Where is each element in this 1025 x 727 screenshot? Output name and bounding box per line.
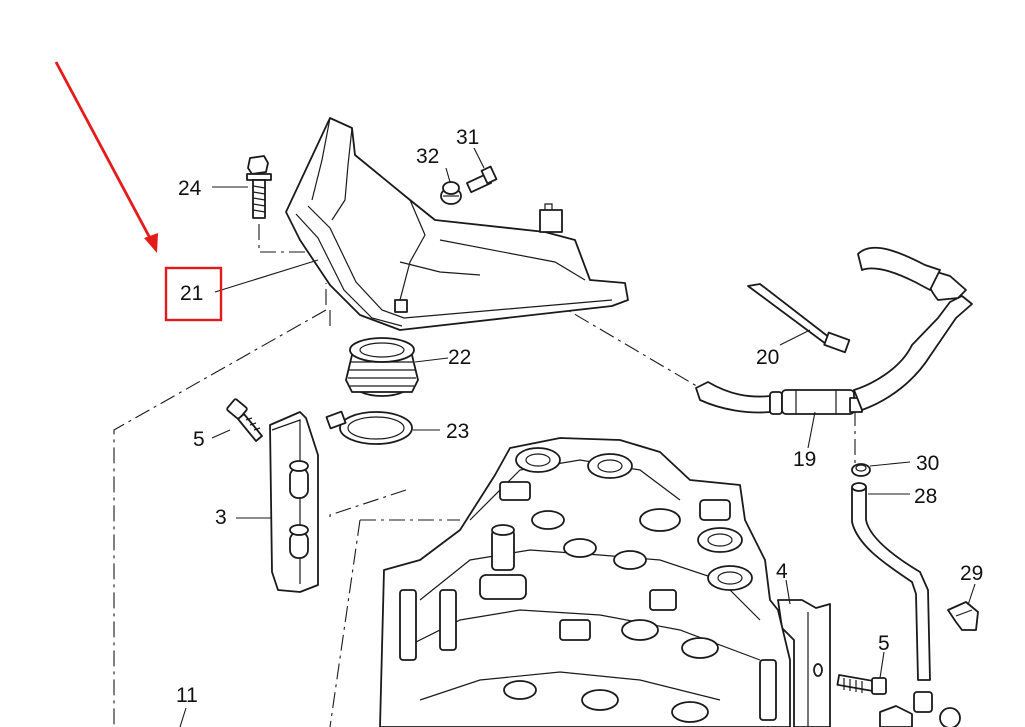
part-28-pipe[interactable] <box>851 482 961 727</box>
callout-labels: 24 21 32 31 20 22 23 5 3 19 30 28 29 4 5… <box>176 126 983 707</box>
part-24-bolt[interactable] <box>246 155 272 219</box>
callout-32: 32 <box>416 145 439 168</box>
part-5-screw-left[interactable] <box>226 398 263 442</box>
callout-19: 19 <box>793 448 816 471</box>
callout-20: 20 <box>756 346 779 369</box>
callout-30: 30 <box>916 452 939 475</box>
part-21-cover[interactable] <box>285 117 629 331</box>
part-20-cable-tie[interactable] <box>747 283 851 354</box>
callout-21: 21 <box>180 282 203 305</box>
part-4-bracket-right[interactable] <box>777 599 831 727</box>
annotation-arrow <box>54 61 158 253</box>
callout-31: 31 <box>456 126 479 149</box>
part-5-screw-right[interactable] <box>836 674 887 695</box>
part-3-bracket-left[interactable] <box>269 411 319 593</box>
part-29-clip[interactable] <box>947 601 979 631</box>
part-31-fitting[interactable] <box>466 165 498 194</box>
callout-23: 23 <box>446 420 469 443</box>
leader-lines <box>179 147 976 727</box>
callout-3: 3 <box>215 506 227 529</box>
part-32-grommet[interactable] <box>440 181 462 205</box>
callout-22: 22 <box>448 346 471 369</box>
callout-29: 29 <box>960 562 983 585</box>
part-22-bellows[interactable] <box>345 337 419 397</box>
part-23-clamp[interactable] <box>325 410 413 445</box>
callout-4: 4 <box>776 560 788 583</box>
part-19-hose[interactable] <box>695 246 973 415</box>
engine-block <box>379 437 791 727</box>
callout-28: 28 <box>914 485 937 508</box>
part-30-grommet[interactable] <box>851 463 871 477</box>
callout-11: 11 <box>176 684 198 707</box>
callout-21-highlight-box <box>164 266 223 322</box>
callout-24: 24 <box>178 177 202 200</box>
callout-5-left: 5 <box>193 428 205 451</box>
callout-5-right: 5 <box>878 632 890 655</box>
